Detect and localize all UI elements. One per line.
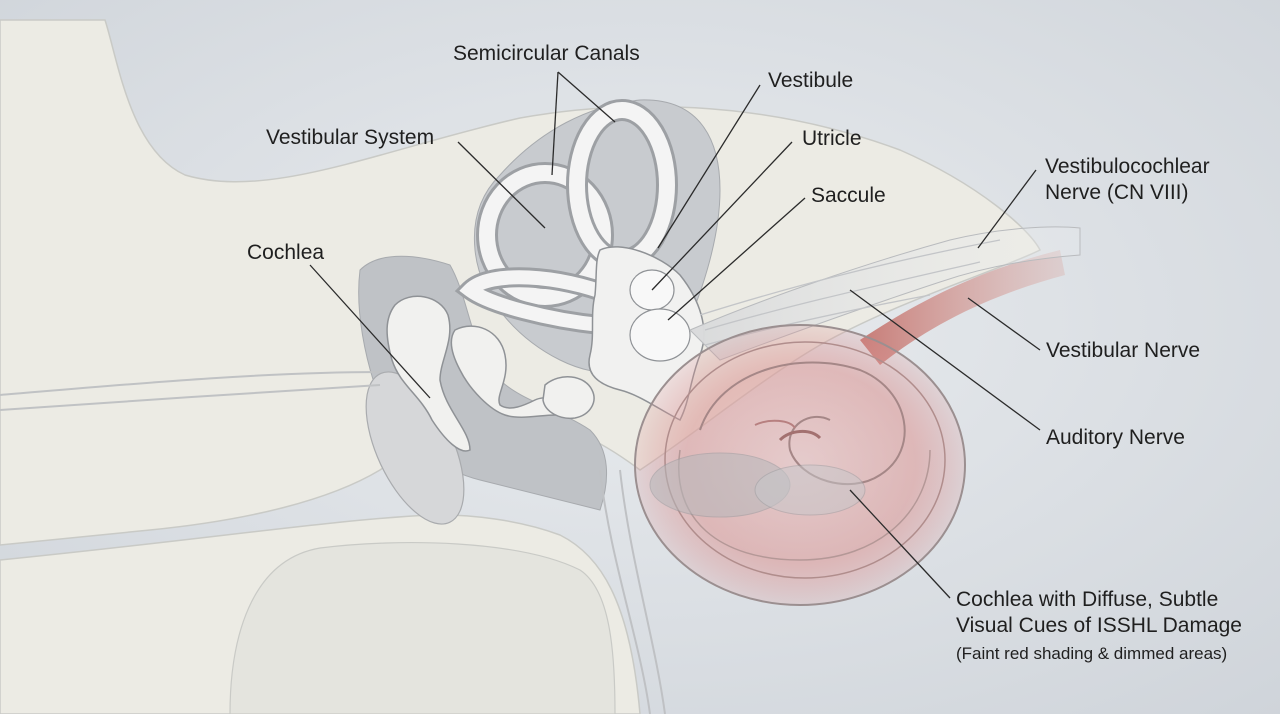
cochlea-label: Cochlea bbox=[247, 241, 325, 264]
cochlea-damage-label-line1: Cochlea with Diffuse, Subtle bbox=[956, 588, 1219, 611]
malleus bbox=[386, 295, 471, 452]
cochlea-damage-label-line2: Visual Cues of ISSHL Damage bbox=[956, 614, 1242, 637]
cochlea-spiral bbox=[634, 324, 966, 606]
vestibulocochlear-nerve-label-line2: Nerve (CN VIII) bbox=[1045, 181, 1189, 204]
utricle-label: Utricle bbox=[802, 127, 862, 150]
vestibular-system-label: Vestibular System bbox=[266, 126, 435, 149]
saccule-label: Saccule bbox=[811, 184, 886, 207]
saccule-shape bbox=[629, 308, 691, 362]
vestibular-nerve-bundle bbox=[860, 250, 1065, 365]
stapes bbox=[542, 376, 595, 420]
vestibular-nerve-label: Vestibular Nerve bbox=[1046, 339, 1201, 362]
leader-lines bbox=[309, 71, 1041, 599]
semicircular-canals-label: Semicircular Canals bbox=[453, 42, 640, 65]
vestibule-label: Vestibule bbox=[768, 69, 854, 92]
auditory-nerve-label: Auditory Nerve bbox=[1046, 426, 1185, 449]
vestibulocochlear-nerve-label-line1: Vestibulocochlear bbox=[1045, 155, 1210, 178]
cochlea-damage-note: (Faint red shading & dimmed areas) bbox=[956, 644, 1228, 663]
